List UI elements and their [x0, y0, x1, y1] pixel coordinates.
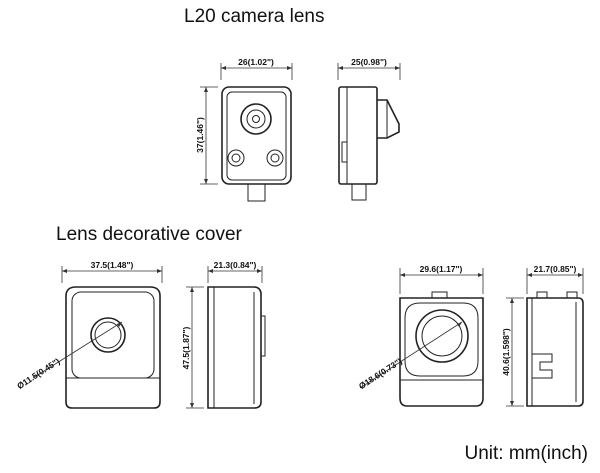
cover2-width-label: 29.6(1.17")	[420, 264, 463, 274]
cover-front-view: 37.5(1.48") Ø11.5(0.45")	[15, 260, 163, 409]
decorative-cover-title: Lens decorative cover	[56, 224, 242, 245]
camera-lens-title: L20 camera lens	[184, 6, 325, 27]
cover-hole-label: Ø11.5(0.45")	[15, 356, 62, 391]
cover-width-label: 37.5(1.48")	[91, 260, 134, 270]
cover2-front-view: 29.6(1.17") Ø18.6(0.73")	[357, 264, 484, 407]
unit-label: Unit: mm(inch)	[464, 443, 588, 464]
cover-side-view: 21.3(0.84") 47.5(1.87")	[181, 260, 266, 409]
cover-height-label: 47.5(1.87")	[181, 326, 191, 369]
cover-depth-label: 21.3(0.84")	[214, 260, 257, 270]
cover2-height-label: 40.6(1.598")	[501, 328, 511, 376]
camera-width-label: 26(1.02")	[238, 57, 274, 67]
camera-front-view: 26(1.02") 37(1.46")	[195, 57, 293, 202]
cover2-side-view: 21.7(0.85") 40.6(1.598")	[501, 264, 584, 407]
cover2-hole-label: Ø18.6(0.73")	[357, 356, 404, 391]
cover2-depth-label: 21.7(0.85")	[534, 264, 577, 274]
camera-depth-label: 25(0.98")	[351, 57, 387, 67]
camera-side-view: 25(0.98")	[337, 57, 401, 201]
camera-height-label: 37(1.46")	[195, 117, 205, 153]
